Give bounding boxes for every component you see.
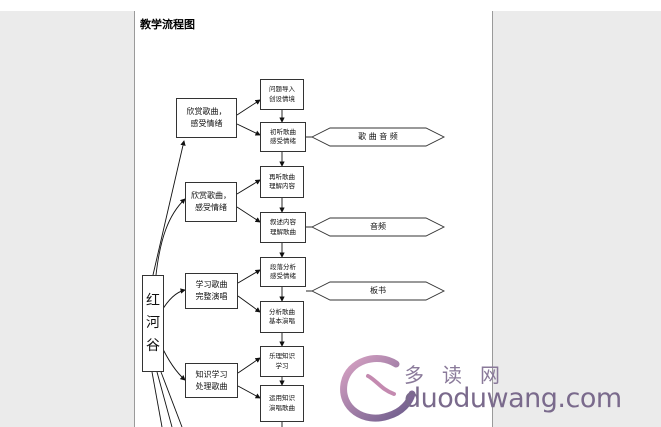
resource-label-1: 歌 曲 音 频 bbox=[358, 132, 398, 141]
arrow-stage3-step5 bbox=[237, 269, 261, 284]
step-box-4: 叙述内容 理解歌曲 bbox=[260, 212, 306, 243]
stage-box-1: 欣赏歌曲， 感受情绪 bbox=[176, 98, 237, 138]
top-bar bbox=[0, 0, 661, 11]
resource-label-2: 音频 bbox=[370, 222, 386, 231]
resource-hex-3 bbox=[310, 281, 446, 301]
stage-box-3: 学习歌曲 完整演唱 bbox=[185, 273, 238, 309]
watermark-cn: 多读网 bbox=[404, 363, 518, 387]
resource-label-3: 板书 bbox=[370, 286, 386, 295]
arrow-main-stage1 bbox=[152, 140, 186, 276]
step-box-7: 乐理知识 学习 bbox=[260, 346, 304, 377]
stage-box-2: 欣赏歌曲， 感受情绪 bbox=[185, 182, 237, 222]
arrow-stage2-step4 bbox=[236, 206, 261, 223]
watermark-en: duoduwang.com bbox=[404, 383, 622, 414]
line-main-down-3 bbox=[160, 371, 183, 427]
step-box-8: 运用知识 演唱歌曲 bbox=[260, 385, 304, 422]
arrow-main-stage4 bbox=[160, 344, 186, 381]
step-box-2: 初听歌曲 感受情绪 bbox=[260, 122, 306, 152]
resource-hex-2 bbox=[310, 217, 446, 237]
arrow-stage4-step7 bbox=[237, 357, 261, 374]
step-box-1: 问题导入 创设情境 bbox=[260, 79, 304, 110]
line-main-down-1 bbox=[151, 371, 163, 427]
step-box-6: 分析歌曲 基本演唱 bbox=[260, 301, 304, 333]
arrow-stage3-step6 bbox=[237, 295, 261, 313]
arrow-main-stage2 bbox=[155, 198, 186, 276]
arrow-stage1-step2 bbox=[236, 123, 261, 136]
resource-hex-1 bbox=[310, 127, 446, 147]
arrow-stage1-step1 bbox=[236, 99, 261, 116]
arrow-stage2-step3 bbox=[236, 179, 261, 195]
line-main-down-2 bbox=[156, 371, 173, 427]
main-node-honghegu: 红 河 谷 bbox=[142, 275, 164, 372]
step-box-5: 段落分析 感受情绪 bbox=[260, 257, 306, 287]
page-title: 教学流程图 bbox=[140, 18, 195, 31]
arrow-stage4-step8 bbox=[237, 385, 261, 399]
arrow-main-stage3 bbox=[160, 288, 186, 313]
stage-box-4: 知识学习 处理歌曲 bbox=[185, 363, 238, 398]
watermark-logo-icon bbox=[340, 355, 416, 422]
step-box-3: 再听歌曲 理解内容 bbox=[260, 166, 304, 198]
